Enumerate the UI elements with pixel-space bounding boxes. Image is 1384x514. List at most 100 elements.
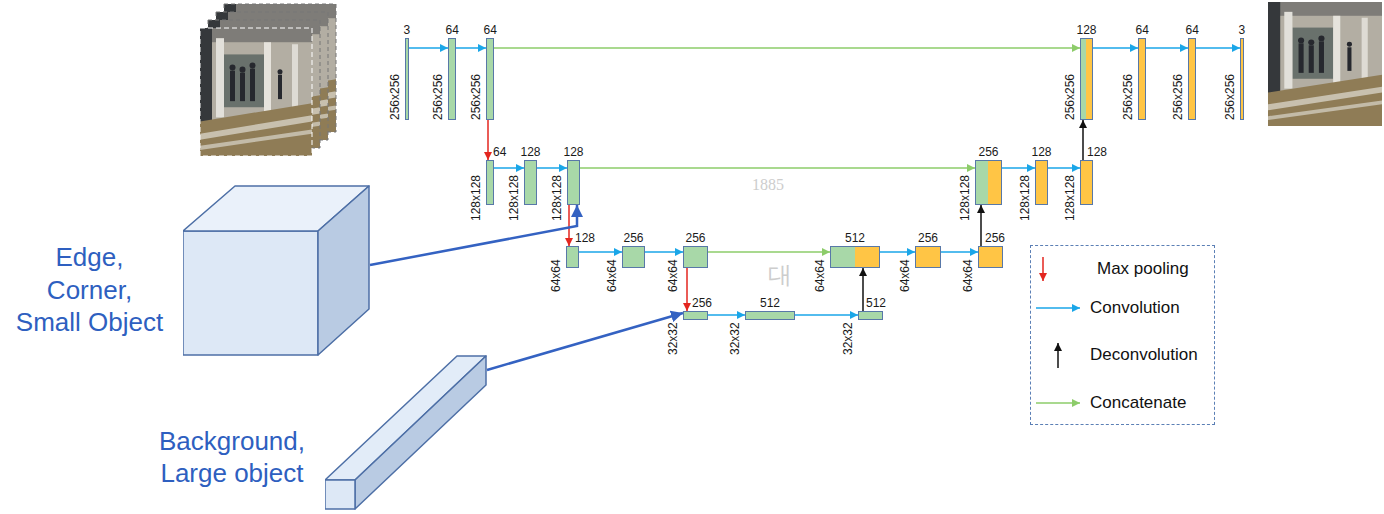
size-label: 32x32 [841, 322, 855, 355]
layer-arrow [1196, 47, 1240, 49]
layer-arrow [409, 47, 448, 49]
layer-arrow [645, 251, 683, 253]
size-label: 256x256 [388, 74, 402, 120]
shape-face [325, 480, 355, 509]
channel-count: 512 [760, 296, 780, 310]
channel-count: 64 [1136, 23, 1149, 37]
size-label: 128x128 [1063, 175, 1077, 221]
layer-arrow [1002, 167, 1035, 169]
size-label: 256x256 [1121, 74, 1135, 120]
size-label: 256x256 [1063, 74, 1077, 120]
frame-outline [200, 28, 312, 156]
legend-sample [1042, 257, 1044, 281]
channel-count: 256 [918, 231, 938, 245]
layer-arrow [708, 314, 745, 316]
channel-count: 64 [484, 23, 497, 37]
channel-count: 256 [985, 231, 1005, 245]
feature-map: 51232x32 [745, 311, 795, 320]
channel-count: 128 [1087, 145, 1107, 159]
callout-cube: Edge, Corner, Small Object [183, 185, 370, 356]
size-label: 64x64 [961, 259, 975, 292]
channel-count: 64 [446, 23, 459, 37]
size-label: 64x64 [898, 259, 912, 292]
channel-count: 128 [575, 231, 595, 245]
callout-shape [325, 355, 487, 510]
size-label: 128x128 [550, 175, 564, 221]
channel-count: 256 [624, 231, 644, 245]
watermark-text: 대 [768, 262, 792, 290]
shape-face [355, 356, 486, 509]
layer-arrow [708, 251, 830, 253]
feature-map: 64256x256 [448, 38, 456, 120]
channel-count: 64 [1186, 23, 1199, 37]
channel-count: 3 [1239, 23, 1246, 37]
feature-map: 25632x32 [683, 311, 708, 320]
size-label: 128x128 [958, 175, 972, 221]
feature-map: 64256x256 [1138, 38, 1146, 120]
channel-count: 512 [866, 296, 886, 310]
channel-count: 128 [521, 145, 541, 159]
channel-count: 256 [692, 296, 712, 310]
legend-sample [1036, 402, 1080, 404]
layer-arrow [980, 205, 982, 246]
size-label: 128x128 [507, 175, 521, 221]
size-label: 32x32 [728, 322, 742, 355]
layer-arrow [568, 205, 570, 246]
size-label: 256x256 [1223, 74, 1237, 120]
legend-text: Deconvolution [1090, 345, 1198, 365]
size-label: 128x128 [469, 175, 483, 221]
feature-map: 64128x128 [486, 160, 494, 205]
channel-count: 128 [564, 145, 584, 159]
layer-arrow [456, 47, 486, 49]
layer-arrow [1048, 167, 1080, 169]
feature-map: 12864x64 [566, 246, 579, 268]
layer-arrow [880, 251, 915, 253]
layer-arrow [1146, 47, 1188, 49]
layer-arrow [941, 251, 978, 253]
feature-map: 3256x256 [405, 38, 409, 120]
channel-count: 512 [845, 231, 865, 245]
feature-map: 25664x64 [622, 246, 645, 268]
size-label: 64x64 [549, 259, 563, 292]
size-label: 128x128 [1018, 175, 1032, 221]
input-frame [200, 28, 312, 156]
feature-map: 64256x256 [486, 38, 494, 120]
feature-map: 25664x64 [915, 246, 941, 268]
feature-map: 51232x32 [858, 311, 883, 320]
feature-map: 51264x64 [830, 246, 880, 268]
size-label: 256x256 [1171, 74, 1185, 120]
layer-arrow [537, 167, 567, 169]
channel-count: 256 [979, 145, 999, 159]
output-frame [1268, 2, 1382, 126]
feature-map: 25664x64 [683, 246, 708, 268]
output-image [1268, 2, 1382, 126]
size-label: 256x256 [431, 74, 445, 120]
feature-map: 128128x128 [567, 160, 580, 205]
layer-arrow [494, 167, 524, 169]
layer-arrow [487, 120, 489, 160]
size-label: 256x256 [469, 74, 483, 120]
watermark-text: 1885 [752, 176, 784, 194]
legend-text: Convolution [1090, 298, 1180, 318]
callout-text: Edge, Corner, Small Object [12, 241, 167, 339]
feature-map: 25664x64 [978, 246, 1003, 268]
legend-text: Concatenate [1090, 393, 1186, 413]
channel-count: 128 [1077, 23, 1097, 37]
size-label: 32x32 [666, 322, 680, 355]
feature-map: 64256x256 [1188, 38, 1196, 120]
feature-map: 128256x256 [1080, 38, 1093, 120]
legend-text: Max pooling [1097, 259, 1189, 279]
layer-arrow [494, 47, 1080, 49]
layer-arrow [795, 314, 858, 316]
input-frames [200, 4, 336, 156]
feature-map: 3256x256 [1240, 38, 1244, 120]
legend-sample [1057, 343, 1059, 368]
callout-shape [183, 185, 370, 356]
callout-bar: Background, Large object [325, 355, 487, 510]
channel-count: 3 [404, 23, 411, 37]
shape-face [183, 231, 318, 355]
size-label: 64x64 [813, 259, 827, 292]
layer-arrow [1093, 47, 1138, 49]
shape-face [318, 186, 369, 355]
feature-map: 128128x128 [1080, 160, 1093, 205]
